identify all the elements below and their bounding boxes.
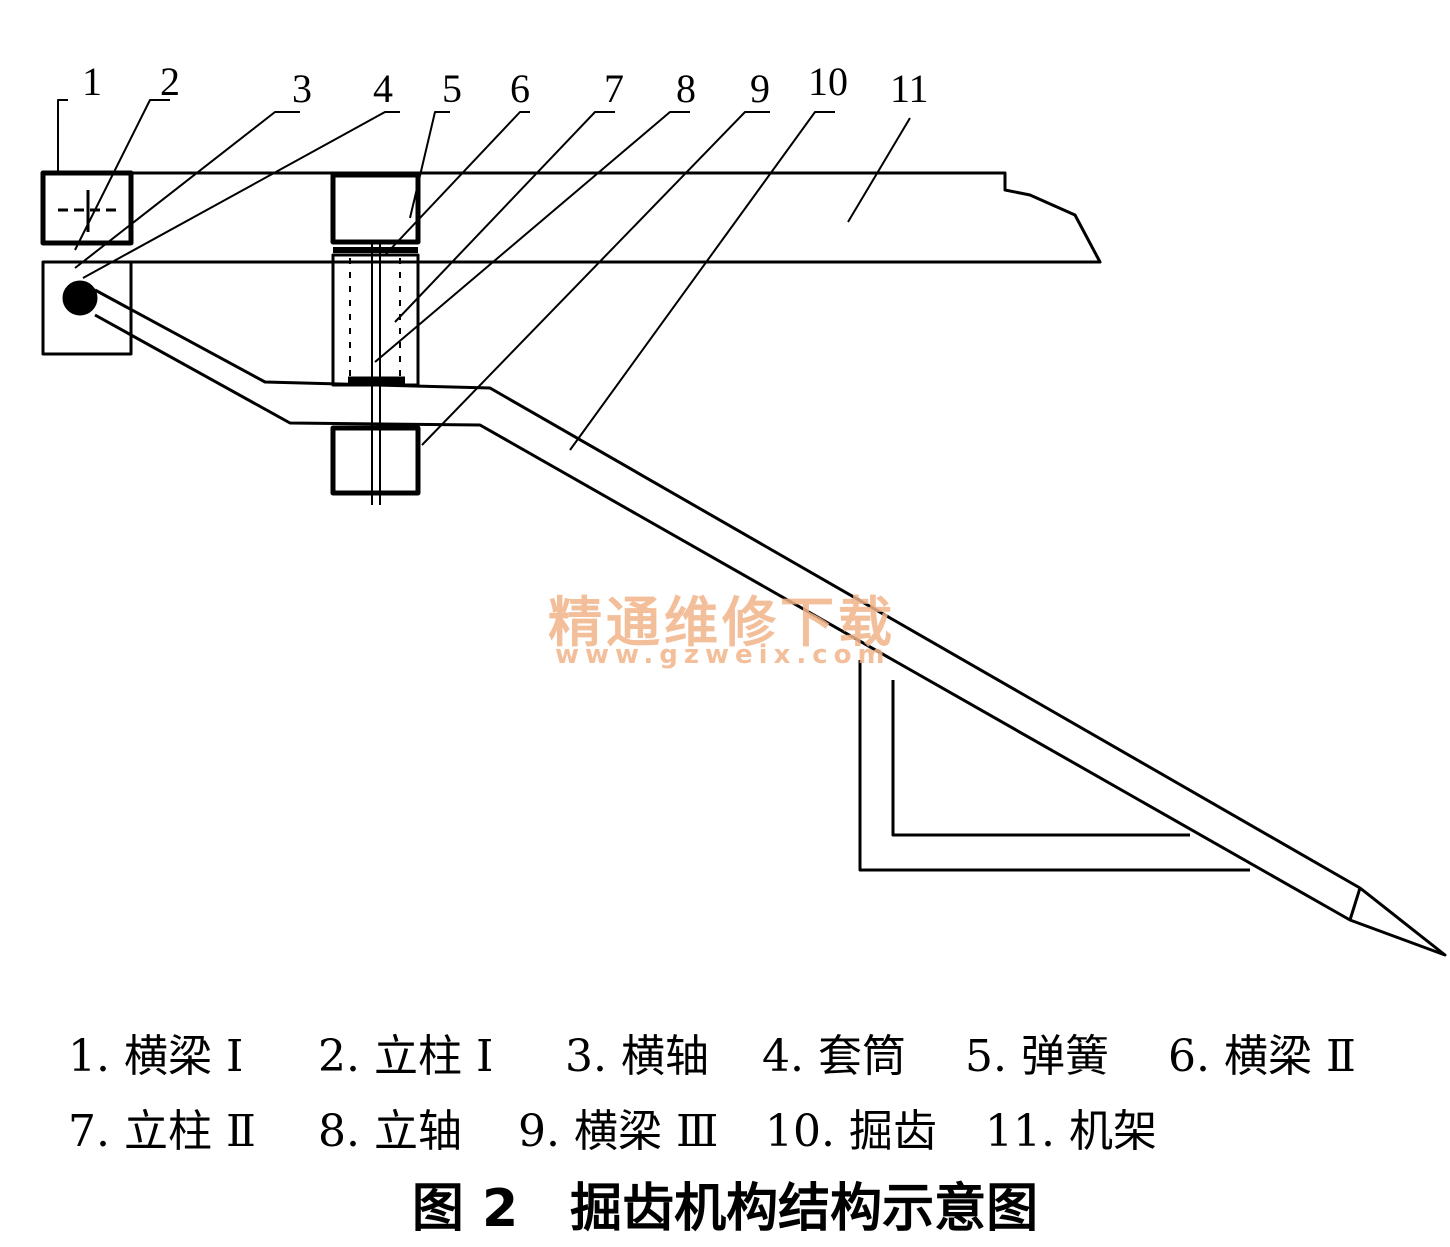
- legend-item: 6. 横梁 Ⅱ: [1168, 1031, 1356, 1082]
- legend-item: 1. 横梁 Ⅰ: [68, 1031, 244, 1082]
- callout-10: 10: [808, 59, 848, 104]
- legend-item: 8. 立轴: [318, 1106, 462, 1157]
- watermark-url: www.gzweix.com: [555, 640, 891, 670]
- legend-item: 3. 横轴: [565, 1031, 709, 1082]
- beam-3: [330, 425, 421, 496]
- callout-2: 2: [160, 59, 180, 104]
- callout-7: 7: [604, 66, 624, 111]
- legend-item: 11. 机架: [985, 1106, 1157, 1157]
- beam-1: [40, 170, 134, 246]
- figure-caption: 图 2 掘齿机构结构示意图: [411, 1179, 1039, 1239]
- callout-4: 4: [373, 66, 393, 111]
- legend-row-2: 7. 立柱 Ⅱ 8. 立轴 9. 横梁 Ⅲ 10. 掘齿 11. 机架: [0, 1095, 1450, 1157]
- callout-3: 3: [292, 66, 312, 111]
- callout-1: 1: [82, 59, 102, 104]
- callout-8: 8: [676, 66, 696, 111]
- callout-9: 9: [750, 66, 770, 111]
- legend-item: 9. 横梁 Ⅲ: [518, 1106, 719, 1157]
- digging-tooth: [94, 288, 1447, 957]
- column-2: [331, 253, 420, 387]
- legend-row-1: 1. 横梁 Ⅰ 2. 立柱 Ⅰ 3. 横轴 4. 套筒 5. 弹簧 6. 横梁 …: [0, 1020, 1450, 1082]
- support-bracket: [858, 660, 1250, 872]
- legend-item: 5. 弹簧: [965, 1031, 1109, 1082]
- legend-item: 7. 立柱 Ⅱ: [68, 1106, 256, 1157]
- callout-11: 11: [890, 66, 929, 111]
- callout-6: 6: [510, 66, 530, 111]
- watermark-text: 精通维修下载: [548, 591, 896, 654]
- beam-2: [330, 172, 421, 245]
- legend-item: 2. 立柱 Ⅰ: [318, 1031, 494, 1082]
- frame-outline: [43, 171, 1102, 264]
- legend-item: 4. 套筒: [762, 1031, 906, 1082]
- mechanism-diagram: 1 2 3 4 5 6 7 8 9 10 11: [40, 59, 1447, 957]
- callout-5: 5: [442, 66, 462, 111]
- legend-item: 10. 掘齿: [765, 1106, 937, 1157]
- cross-shaft: [62, 280, 98, 316]
